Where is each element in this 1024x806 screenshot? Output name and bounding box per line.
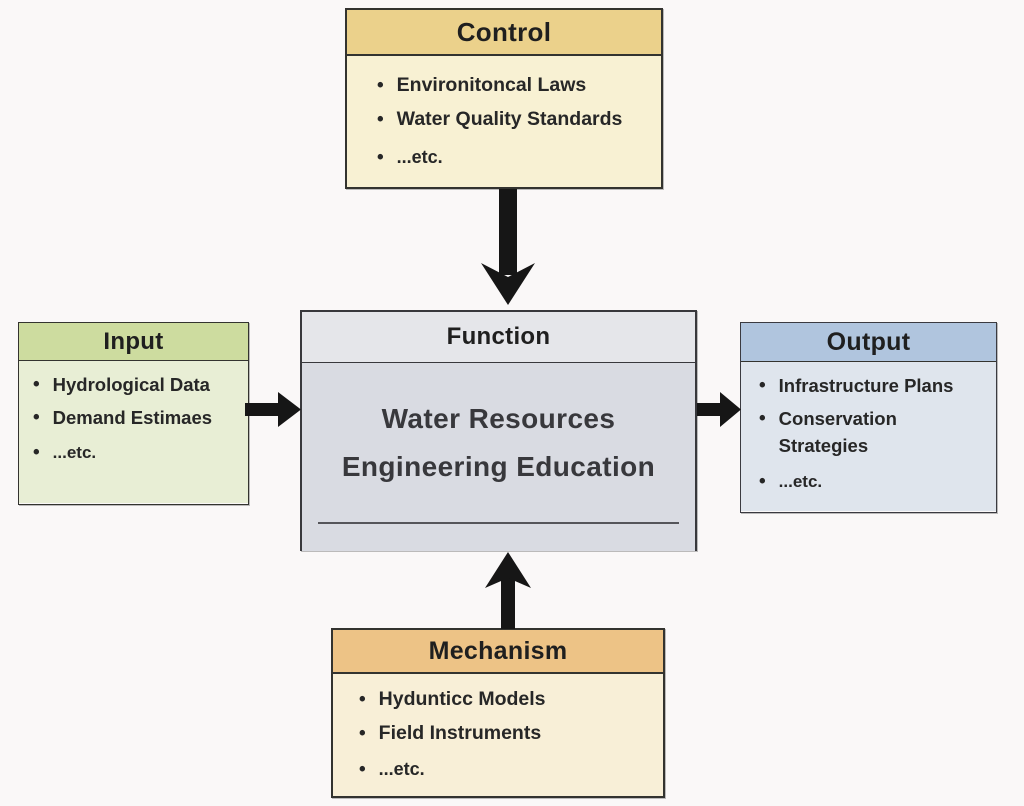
list-item: • Conservation Strategies: [759, 405, 990, 459]
mechanism-to-function-arrow-icon: [485, 552, 531, 629]
list-item: • Infrastructure Plans: [759, 372, 990, 399]
mechanism-box-header: Mechanism: [333, 630, 663, 674]
bullet-icon: •: [377, 75, 384, 96]
list-item: • ...etc.: [759, 468, 990, 495]
list-item-text: Environitoncal Laws: [396, 74, 587, 96]
mechanism-box-body: • Hydunticc Models • Field Instruments •…: [333, 674, 663, 796]
list-item-text: ...etc.: [52, 443, 97, 462]
list-item: • Field Instruments: [359, 720, 655, 747]
mechanism-box-title: Mechanism: [428, 636, 568, 665]
bullet-icon: •: [759, 471, 766, 492]
bullet-icon: •: [359, 759, 366, 780]
bullet-icon: •: [377, 109, 384, 130]
bullet-icon: •: [33, 442, 40, 463]
list-item-text: ...etc.: [778, 472, 823, 491]
function-box-body: Water Resources Engineering Education: [302, 363, 695, 551]
control-to-function-arrow-icon: [481, 189, 535, 305]
list-item: • Demand Estimaes: [33, 404, 244, 431]
mechanism-box: Mechanism • Hydunticc Models • Field Ins…: [331, 628, 665, 798]
input-box-title: Input: [103, 327, 164, 355]
bullet-icon: •: [377, 147, 384, 168]
list-item-text: ...etc.: [378, 759, 425, 779]
output-box-header: Output: [741, 323, 996, 362]
output-box-title: Output: [826, 327, 911, 356]
bullet-icon: •: [759, 408, 766, 429]
control-box: Control • Environitoncal Laws • Water Qu…: [345, 8, 663, 189]
bullet-icon: •: [759, 375, 766, 396]
control-box-body: • Environitoncal Laws • Water Quality St…: [347, 56, 661, 187]
list-item-text: Field Instruments: [378, 722, 542, 744]
function-underline: [317, 522, 680, 524]
input-box: Input • Hydrological Data • Demand Estim…: [18, 322, 249, 505]
input-box-header: Input: [19, 323, 248, 361]
list-item-text: Hydunticc Models: [378, 688, 546, 710]
list-item: • ...etc.: [33, 439, 244, 466]
list-item: • Environitoncal Laws: [377, 72, 651, 99]
list-item-text: Water Quality Standards: [396, 108, 623, 130]
output-box-body: • Infrastructure Plans • Conservation St…: [741, 362, 996, 511]
control-box-header: Control: [347, 10, 661, 56]
bullet-icon: •: [33, 407, 40, 428]
function-box-title: Function: [446, 323, 551, 350]
list-item: • ...etc.: [359, 756, 655, 783]
function-box: Function Water Resources Engineering Edu…: [300, 310, 697, 551]
output-box: Output • Infrastructure Plans • Conserva…: [740, 322, 997, 513]
input-to-function-arrow-icon: [245, 392, 301, 427]
bullet-icon: •: [33, 374, 40, 395]
list-item-text: Hydrological Data: [52, 374, 210, 395]
input-box-body: • Hydrological Data • Demand Estimaes • …: [19, 361, 248, 503]
list-item-text: ...etc.: [396, 147, 443, 167]
list-item-text: Demand Estimaes: [52, 407, 213, 428]
list-item: • Hydrological Data: [33, 371, 244, 398]
function-box-header: Function: [302, 312, 695, 363]
list-item: • ...etc.: [377, 144, 651, 171]
function-to-output-arrow-icon: [697, 392, 741, 427]
list-item-text: Conservation Strategies: [778, 408, 897, 456]
function-text-line: Water Resources: [381, 403, 616, 434]
bullet-icon: •: [359, 689, 366, 710]
function-text-line: Engineering Education: [341, 451, 656, 482]
bullet-icon: •: [359, 723, 366, 744]
list-item: • Hydunticc Models: [359, 686, 655, 713]
list-item-text: Infrastructure Plans: [778, 375, 954, 396]
control-box-title: Control: [456, 16, 552, 47]
list-item: • Water Quality Standards: [377, 106, 651, 133]
